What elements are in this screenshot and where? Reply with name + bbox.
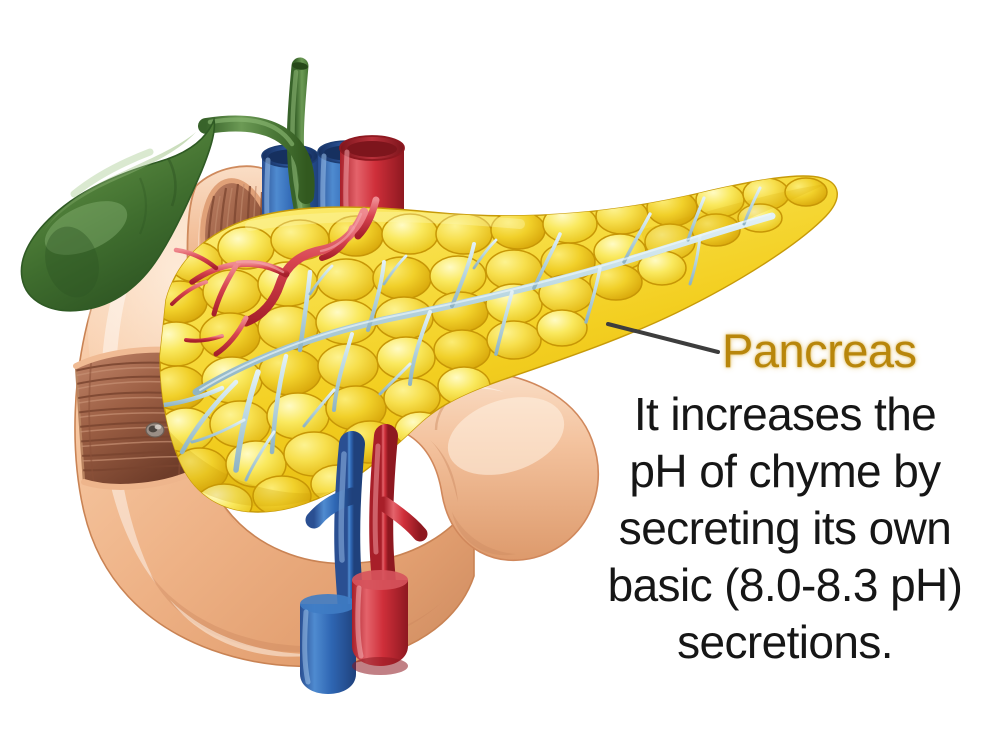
description-line-2: pH of chyme by (629, 445, 941, 497)
superior-mesenteric-vein (300, 431, 367, 694)
pancreatic-duct-highlight (199, 213, 771, 391)
pancreas-label: Pancreas (722, 324, 917, 377)
artery-highlights (235, 212, 363, 274)
pancreas (159, 175, 838, 513)
description-line-5: secretions. (677, 616, 893, 668)
pancreatic-duct (160, 186, 776, 482)
description-line-3: secreting its own (618, 502, 952, 554)
description-line-1: It increases the (633, 388, 937, 440)
description-line-4: basic (8.0-8.3 pH) (607, 559, 963, 611)
cystic-duct (198, 115, 315, 204)
description-text-block: It increases the pH of chyme by secretin… (585, 386, 985, 671)
gallbladder (20, 117, 216, 312)
callout-leader-line (606, 322, 720, 354)
superior-mesenteric-artery (352, 424, 428, 675)
duodenal-papilla-icon (145, 422, 165, 438)
